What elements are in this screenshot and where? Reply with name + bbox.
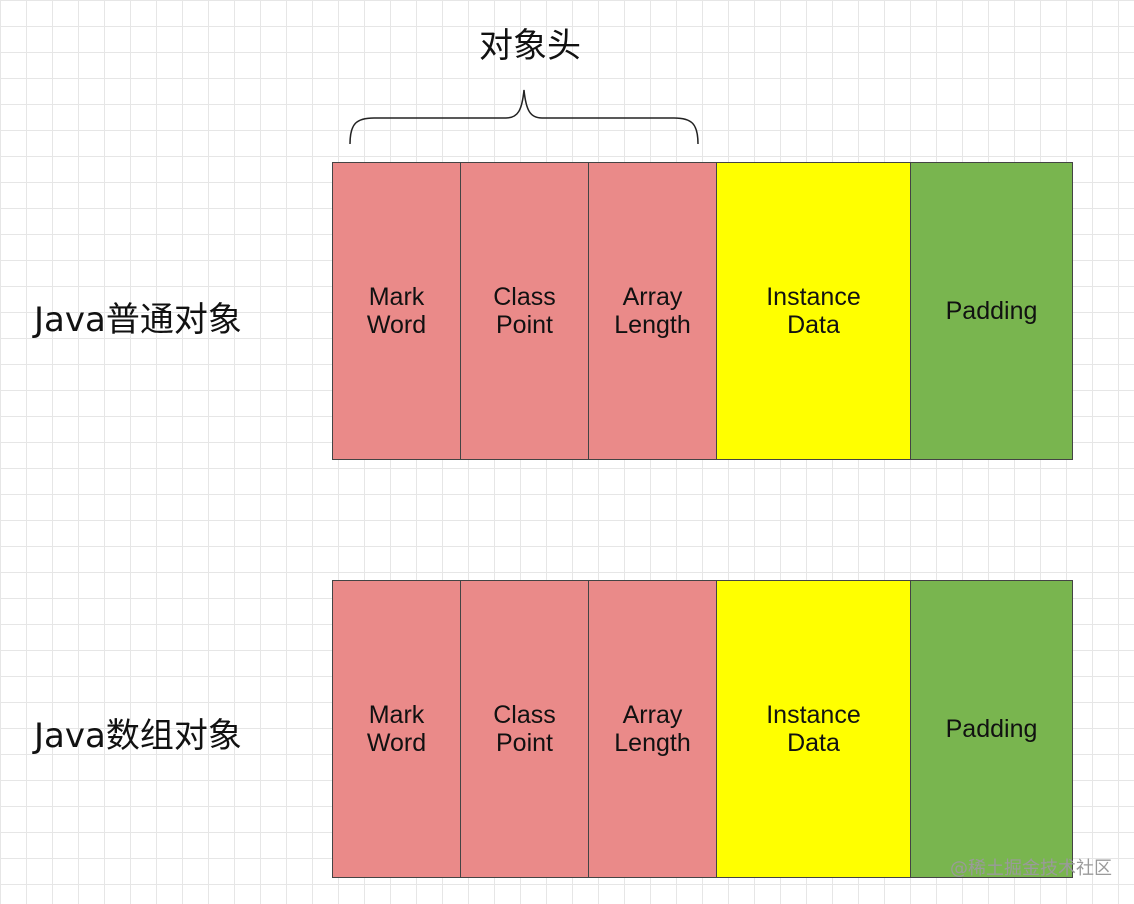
row-label-array-object: Java数组对象 xyxy=(34,716,242,756)
cell-instance-data: Instance Data xyxy=(717,163,911,459)
object-header-brace xyxy=(349,89,699,145)
watermark: @稀土掘金技术社区 xyxy=(950,858,1112,879)
cell-mark-word: Mark Word xyxy=(333,581,461,877)
cell-label: Class Point xyxy=(493,701,556,757)
row-label-normal-object: Java普通对象 xyxy=(34,300,242,340)
cell-array-length: Array Length xyxy=(589,581,717,877)
cell-instance-data: Instance Data xyxy=(717,581,911,877)
cell-label: Padding xyxy=(945,297,1038,325)
cell-class-point: Class Point xyxy=(461,163,589,459)
cell-label: Instance Data xyxy=(766,283,861,339)
object-layout-row-normal: Mark Word Class Point Array Length Insta… xyxy=(332,162,1073,460)
cell-label: Mark Word xyxy=(366,283,427,339)
cell-padding: Padding xyxy=(911,163,1072,459)
cell-class-point: Class Point xyxy=(461,581,589,877)
cell-mark-word: Mark Word xyxy=(333,163,461,459)
object-header-title: 对象头 xyxy=(479,26,581,66)
cell-label: Mark Word xyxy=(366,701,427,757)
cell-array-length: Array Length xyxy=(589,163,717,459)
cell-label: Array Length xyxy=(614,701,691,757)
cell-label: Array Length xyxy=(614,283,691,339)
cell-padding: Padding xyxy=(911,581,1072,877)
cell-label: Instance Data xyxy=(766,701,861,757)
object-layout-row-array: Mark Word Class Point Array Length Insta… xyxy=(332,580,1073,878)
cell-label: Class Point xyxy=(493,283,556,339)
cell-label: Padding xyxy=(945,715,1038,743)
